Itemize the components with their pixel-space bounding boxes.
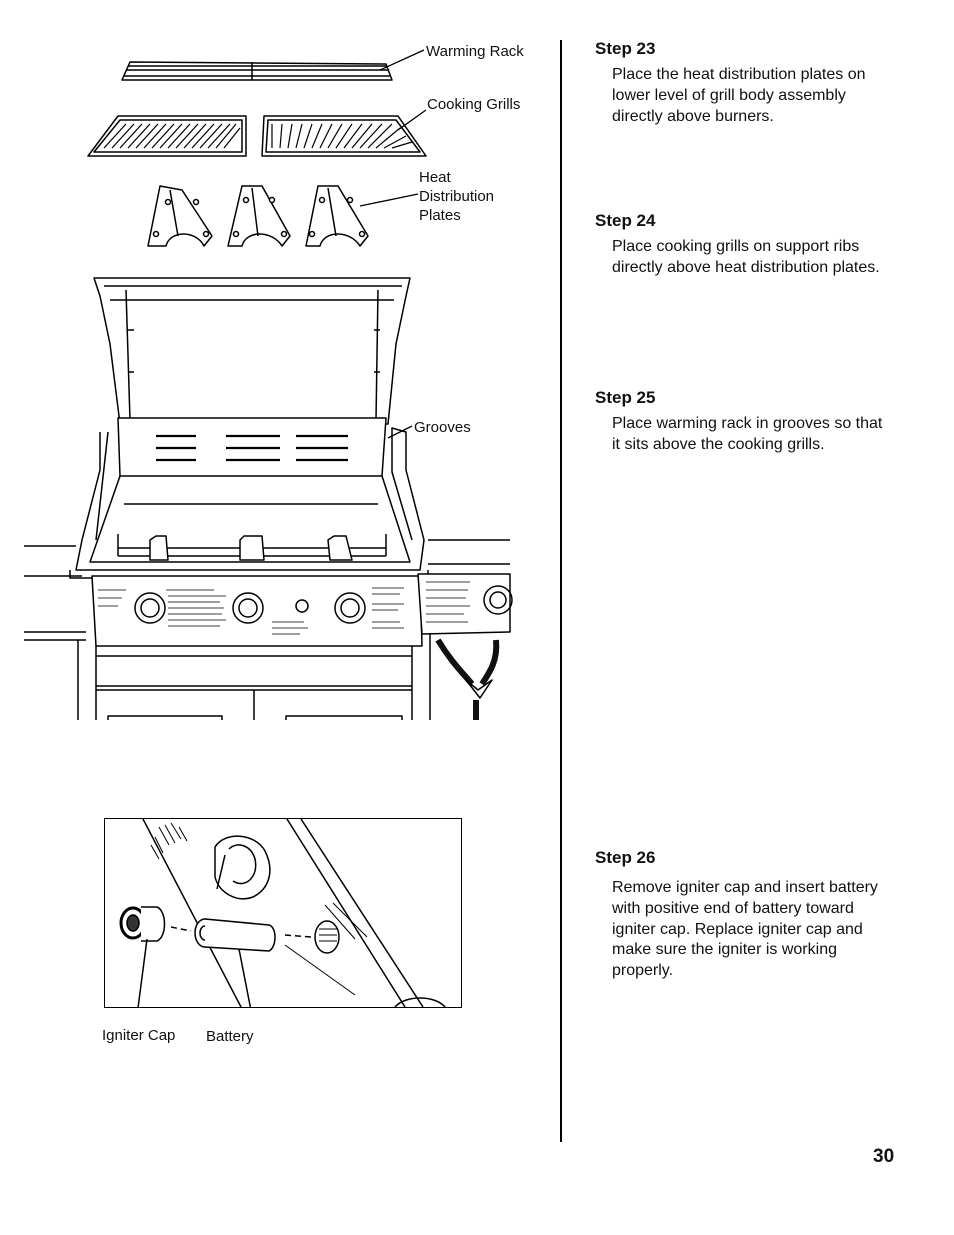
warming-rack-drawing (121, 61, 393, 81)
leader-lines (359, 49, 427, 439)
step-title: Step 25 (595, 388, 656, 407)
step-title: Step 24 (595, 211, 656, 230)
label-battery: Battery (206, 1028, 254, 1045)
label-heat-distribution-plates: Heat Distribution Plates (419, 168, 494, 225)
control-panel-text-lines (98, 587, 404, 635)
grill-lid-drawing (93, 277, 411, 425)
label-heat-line3: Plates (419, 207, 461, 224)
step-text: Remove igniter cap and insert battery wi… (612, 879, 878, 980)
step-text: Place cooking grills on support ribs dir… (612, 238, 880, 276)
step-24: Step 24 Place cooking grills on support … (595, 211, 885, 279)
igniter-inset-drawing (119, 819, 446, 1007)
label-warming-rack: Warming Rack (426, 43, 524, 60)
label-cooking-grills: Cooking Grills (427, 96, 521, 113)
label-heat-line1: Heat (419, 169, 451, 186)
side-burner-drawing (417, 539, 513, 720)
lid-vents (156, 434, 348, 462)
gas-hose-drawing (435, 638, 500, 720)
page-number: 30 (873, 1146, 895, 1167)
control-panel-drawing (91, 575, 423, 720)
label-heat-line2: Distribution (419, 188, 495, 205)
grill-body-drawing (69, 417, 429, 579)
step-text: Place warming rack in grooves so that it… (612, 415, 883, 453)
heat-plate-right (305, 185, 369, 247)
heat-plate-left (147, 185, 213, 247)
grill-assembly-illustration (24, 49, 513, 720)
label-grooves: Grooves (414, 419, 471, 436)
left-side-shelf (24, 545, 86, 720)
step-title: Step 26 (595, 848, 656, 867)
step-23: Step 23 Place the heat distribution plat… (595, 39, 885, 127)
igniter-inset-illustration (104, 818, 462, 1008)
step-26: Step 26 Remove igniter cap and insert ba… (595, 848, 885, 982)
column-divider (560, 40, 562, 1142)
step-title: Step 23 (595, 39, 656, 58)
step-25: Step 25 Place warming rack in grooves so… (595, 388, 885, 456)
cooking-grills-slats (103, 123, 413, 149)
heat-plate-middle (227, 185, 291, 247)
step-text: Place the heat distribution plates on lo… (612, 66, 866, 125)
label-igniter-cap: Igniter Cap (102, 1027, 176, 1044)
